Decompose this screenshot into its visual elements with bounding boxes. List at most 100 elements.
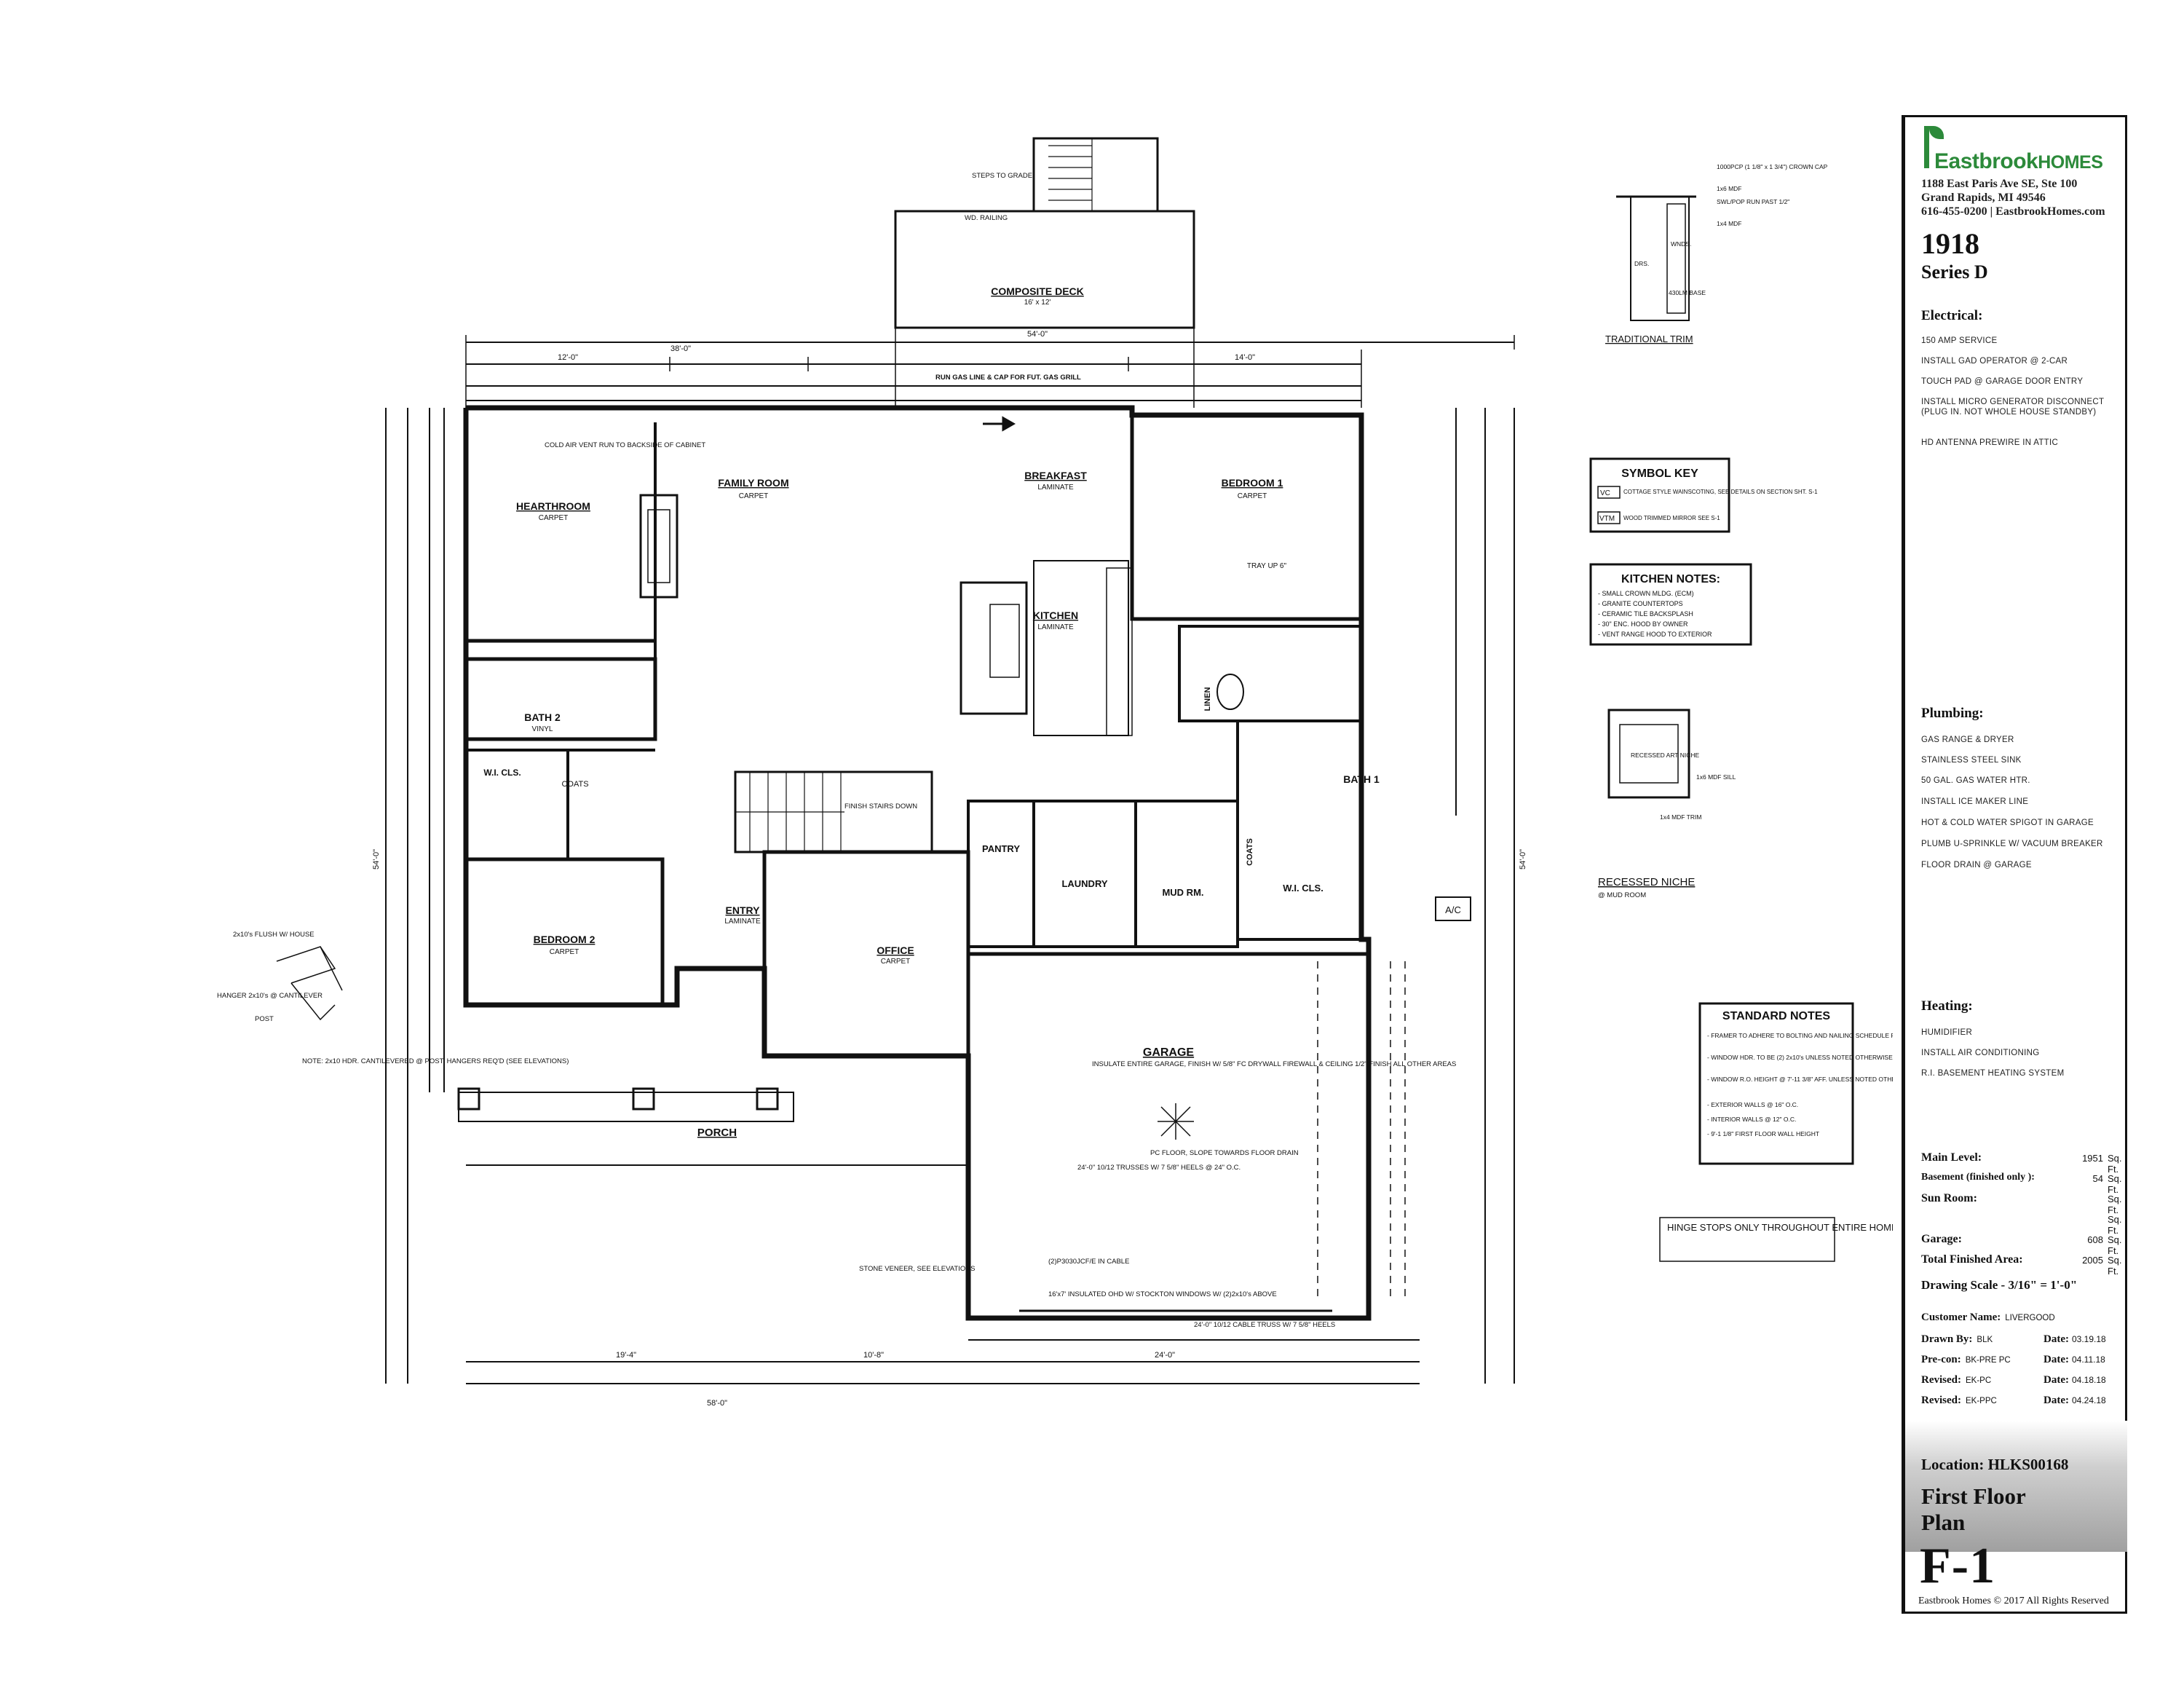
drawing-scale: Drawing Scale - 3/16" = 1'-0" bbox=[1921, 1278, 2078, 1292]
symbol-vc-box bbox=[1597, 486, 1621, 499]
leaf-icon bbox=[1929, 126, 1944, 139]
dim-left-total: 54'-0" bbox=[372, 849, 381, 869]
label-office: OFFICE bbox=[877, 944, 914, 956]
standard-notes-heading: STANDARD NOTES bbox=[1722, 1010, 1830, 1022]
label-bath-2: BATH 2 bbox=[524, 711, 561, 723]
trim-label-6: 430LM BASE bbox=[1669, 289, 1706, 296]
dim-right-total: 54'-0" bbox=[1519, 849, 1527, 869]
area-sun-room: Sun Room:Sq. Ft. bbox=[1921, 1192, 2122, 1215]
address-line-2: Grand Rapids, MI 49546 bbox=[1921, 192, 2046, 204]
note-cantilever: HANGER 2x10's @ CANTILEVER bbox=[217, 992, 323, 1000]
label-coats-2: COATS bbox=[1246, 838, 1254, 866]
label-hearthroom-floor: CARPET bbox=[539, 514, 569, 522]
arrow-icon bbox=[1002, 416, 1016, 432]
label-breakfast-floor: LAMINATE bbox=[1037, 484, 1074, 492]
plumbing-item-1: GAS RANGE & DRYER bbox=[1921, 735, 2014, 744]
brand-name: Eastbrook bbox=[1934, 149, 2038, 173]
symbol-vtm-box bbox=[1597, 511, 1621, 524]
dim-overall-bottom: 58'-0" bbox=[707, 1399, 727, 1408]
brand-suffix: HOMES bbox=[2038, 152, 2103, 173]
label-mud-room: MUD RM. bbox=[1162, 887, 1203, 898]
note-steps-to-grade: STEPS TO GRADE bbox=[972, 172, 1032, 180]
dim-deck-width: 54'-0" bbox=[1027, 330, 1048, 339]
label-recessed-niche: RECESSED NICHE bbox=[1598, 876, 1695, 888]
label-kitchen-floor: LAMINATE bbox=[1037, 623, 1074, 631]
note-garage-insulate: INSULATE ENTIRE GARAGE, FINISH W/ 5/8" F… bbox=[1092, 1060, 1456, 1068]
standard-note-1: - FRAMER TO ADHERE TO BOLTING AND NAILIN… bbox=[1707, 1032, 1893, 1039]
label-master-wi-closet: W.I. CLS. bbox=[1283, 883, 1324, 894]
note-stone-veneer: STONE VENEER, SEE ELEVATIONS bbox=[859, 1265, 975, 1273]
standard-note-5: - INTERIOR WALLS @ 12" O.C. bbox=[1707, 1116, 1796, 1123]
electrical-item-1: 150 AMP SERVICE bbox=[1921, 336, 1998, 345]
customer-name-row: Customer Name:LIVERGOOD bbox=[1921, 1312, 2055, 1323]
label-kitchen: KITCHEN bbox=[1033, 610, 1078, 621]
title-block-shade bbox=[1905, 1421, 2127, 1552]
note-cantilever-header: NOTE: 2x10 HDR. CANTILEVERED @ POST, HAN… bbox=[302, 1057, 569, 1065]
label-bath-1: BATH 1 bbox=[1343, 773, 1380, 785]
heating-item-3: R.I. BASEMENT HEATING SYSTEM bbox=[1921, 1069, 2065, 1078]
trim-label-5: WNDS. bbox=[1671, 240, 1691, 248]
sheet-number: F-1 bbox=[1920, 1538, 1996, 1594]
plumbing-heading: Plumbing: bbox=[1921, 706, 1984, 721]
label-bath-2-floor: VINYL bbox=[532, 725, 553, 733]
plan-number: 1918 bbox=[1921, 227, 1979, 260]
plumbing-item-6: PLUMB U-SPRINKLE W/ VACUUM BREAKER bbox=[1921, 840, 2103, 848]
address-line-1: 1188 East Paris Ave SE, Ste 100 bbox=[1921, 178, 2078, 190]
standard-note-2: - WINDOW HDR. TO BE (2) 2x10's UNLESS NO… bbox=[1707, 1054, 1893, 1061]
niche-label-1: RECESSED ART NICHE bbox=[1631, 752, 1699, 759]
niche-label-3: 1x4 MDF TRIM bbox=[1660, 813, 1701, 821]
note-wd-railing: WD. RAILING bbox=[965, 214, 1008, 222]
label-office-floor: CARPET bbox=[881, 958, 911, 966]
label-entry-floor: LAMINATE bbox=[724, 918, 761, 926]
label-composite-deck: COMPOSITE DECK bbox=[991, 285, 1084, 297]
heating-item-1: HUMIDIFIER bbox=[1921, 1028, 1973, 1037]
symbol-vtm-desc: WOOD TRIMMED MIRROR SEE S-1 bbox=[1623, 515, 1720, 521]
note-pc-floor: PC FLOOR, SLOPE TOWARDS FLOOR DRAIN bbox=[1150, 1149, 1299, 1157]
plumbing-item-5: HOT & COLD WATER SPIGOT IN GARAGE bbox=[1921, 819, 2094, 827]
note-post: POST bbox=[255, 1015, 274, 1023]
kitchen-note-4: - 30" ENC. HOOD BY OWNER bbox=[1598, 620, 1688, 628]
first-floor-plan-drawing: FAMILY ROOM CARPET HEARTHROOM CARPET BRE… bbox=[217, 137, 1893, 1408]
electrical-item-4: INSTALL MICRO GENERATOR DISCONNECT (PLUG… bbox=[1921, 398, 2105, 417]
label-breakfast: BREAKFAST bbox=[1024, 470, 1087, 481]
note-cold-air: COLD AIR VENT RUN TO BACKSIDE OF CABINET bbox=[545, 441, 705, 449]
location-row: Location: HLKS00168 bbox=[1921, 1456, 2069, 1473]
label-family-room: FAMILY ROOM bbox=[718, 477, 788, 489]
symbol-vc-code: VC bbox=[1600, 489, 1610, 497]
trim-label-3: SWL/POP RUN PAST 1/2" bbox=[1717, 198, 1789, 205]
label-traditional-trim: TRADITIONAL TRIM bbox=[1605, 334, 1693, 344]
dim-bottom-mid: 10'-8" bbox=[863, 1351, 884, 1360]
label-entry: ENTRY bbox=[726, 904, 761, 916]
label-mud-room-note: @ MUD ROOM bbox=[1598, 891, 1646, 899]
plumbing-item-2: STAINLESS STEEL SINK bbox=[1921, 756, 2022, 765]
label-wi-closet: W.I. CLS. bbox=[483, 768, 521, 778]
label-bedroom-2-floor: CARPET bbox=[550, 948, 579, 956]
label-hearthroom: HEARTHROOM bbox=[516, 500, 590, 512]
electrical-item-3: TOUCH PAD @ GARAGE DOOR ENTRY bbox=[1921, 377, 2084, 386]
heating-item-2: INSTALL AIR CONDITIONING bbox=[1921, 1049, 2040, 1057]
trim-label-2: 1x6 MDF bbox=[1717, 185, 1741, 192]
dim-top-left: 12'-0" bbox=[558, 353, 578, 362]
symbol-vtm-code: VTM bbox=[1599, 515, 1615, 523]
label-laundry: LAUNDRY bbox=[1061, 878, 1107, 889]
label-deck-size: 16' x 12' bbox=[1024, 299, 1051, 307]
label-linen: LINEN bbox=[1203, 687, 1212, 711]
plumbing-item-3: 50 GAL. GAS WATER HTR. bbox=[1921, 776, 2030, 785]
trim-label-4: 1x4 MDF bbox=[1717, 220, 1741, 227]
standard-note-4: - EXTERIOR WALLS @ 16" O.C. bbox=[1707, 1101, 1798, 1108]
label-bedroom-1: BEDROOM 1 bbox=[1222, 477, 1283, 489]
heating-heading: Heating: bbox=[1921, 998, 1973, 1014]
note-gas-line: RUN GAS LINE & CAP FOR FUT. GAS GRILL bbox=[935, 374, 1081, 382]
label-porch: PORCH bbox=[697, 1127, 737, 1139]
title-block: EastbrookHOMES 1188 East Paris Ave SE, S… bbox=[1902, 115, 2127, 1614]
company-logo: EastbrookHOMES bbox=[1917, 120, 2128, 173]
note-garage-truss: 24'-0" 10/12 TRUSSES W/ 7 5/8" HEELS @ 2… bbox=[1077, 1164, 1241, 1172]
symbol-key-heading: SYMBOL KEY bbox=[1621, 468, 1698, 480]
standard-note-3: - WINDOW R.O. HEIGHT @ 7'-11 3/8" AFF. U… bbox=[1707, 1076, 1893, 1083]
note-hanger-flush: 2x10's FLUSH W/ HOUSE bbox=[233, 931, 314, 939]
plumbing-item-7: FLOOR DRAIN @ GARAGE bbox=[1921, 861, 2032, 869]
